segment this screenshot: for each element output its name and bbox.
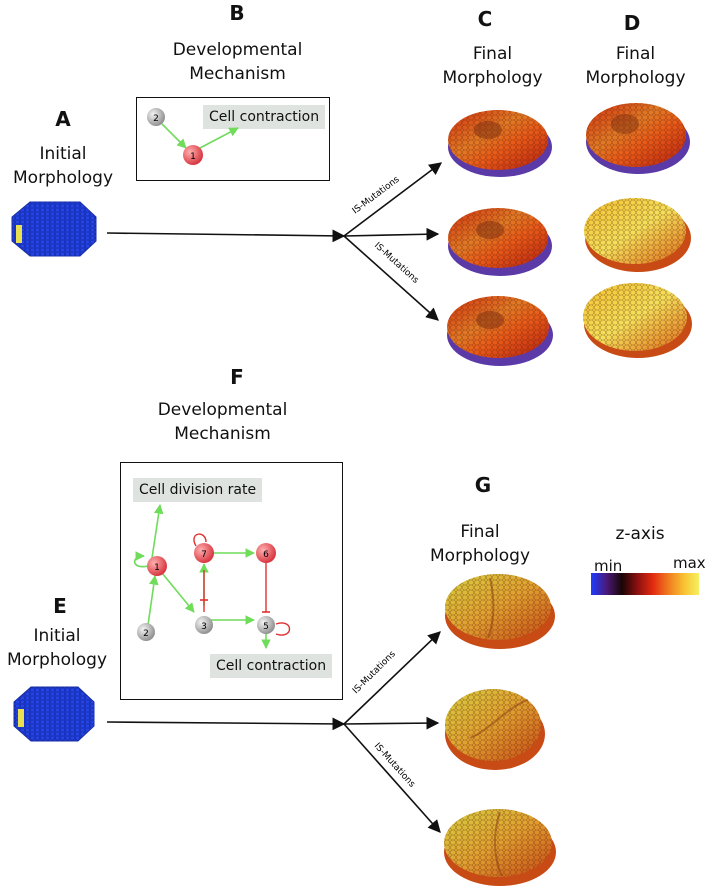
final-morphology-c: Final Morphology (435, 42, 550, 90)
mutation-label-top-1: IS-Mutations (351, 174, 402, 216)
output-cell-contraction-bottom: Cell contraction (210, 654, 333, 678)
initial-morphology-top-text: Initial Morphology (13, 144, 113, 188)
final-morphology-d-1 (586, 103, 690, 174)
gene-node-label: 1 (190, 152, 196, 162)
final-morphology-c-3 (447, 296, 553, 366)
panel-label-g: G (474, 473, 492, 497)
gene-node-6-bottom (256, 543, 276, 563)
initial-morphology-top: Initial Morphology (0, 142, 128, 190)
gene-network-bottom: 1 7 6 2 3 5 (133, 504, 291, 649)
gene-node-7-bottom (194, 543, 214, 563)
branch-arrow-top-1 (343, 162, 443, 237)
colorbar-min: min (594, 557, 623, 575)
gene-node-1-bottom (147, 556, 167, 576)
gene-node-label: 1 (154, 563, 160, 573)
mutation-label-top-2: IS-Mutations (372, 241, 421, 286)
gene-node-1-top (183, 145, 203, 165)
final-morphology-g-3 (444, 809, 556, 886)
gene-node-label: 2 (153, 114, 159, 124)
initial-morphology-shape-bottom (13, 686, 95, 742)
mechanism-title-top-text: Developmental Mechanism (172, 40, 303, 84)
gene-node-label: 5 (263, 622, 269, 632)
gene-node-2-bottom (137, 623, 155, 641)
initial-morphology-bottom: Initial Morphology (0, 624, 122, 672)
mechanism-title-bottom-text: Developmental Mechanism (157, 400, 288, 444)
final-morphology-d: Final Morphology (578, 42, 693, 90)
final-morphology-d-2 (584, 198, 691, 272)
final-morphology-g-text: Final Morphology (430, 522, 530, 566)
final-morphology-g-2 (445, 689, 545, 770)
branch-arrow-top-2 (343, 227, 440, 241)
gene-node-label: 2 (143, 629, 149, 639)
branch-arrow-top-3 (343, 235, 439, 321)
gene-node-label: 6 (263, 550, 269, 560)
mutation-label-bottom-1: IS-Mutations (351, 649, 398, 696)
final-morphology-c-2 (448, 208, 552, 276)
final-morphology-d-3 (583, 283, 692, 358)
initial-morphology-shape-top (11, 201, 97, 257)
gene-node-2-top (147, 108, 165, 126)
final-morphology-d-text: Final Morphology (585, 44, 686, 88)
main-arrow-top (106, 229, 346, 243)
output-cell-contraction-top: Cell contraction (203, 105, 326, 129)
branch-arrow-bottom-1 (343, 631, 441, 725)
branch-arrow-bottom-3 (343, 723, 441, 833)
mechanism-title-top: Developmental Mechanism (150, 38, 325, 86)
gene-network-top: 2 1 (147, 108, 239, 165)
panel-label-e: E (53, 594, 67, 618)
panel-label-f: F (230, 365, 244, 389)
panel-label-a: A (55, 107, 71, 131)
gene-node-label: 3 (201, 622, 207, 632)
final-morphology-g: Final Morphology (420, 520, 540, 568)
mechanism-title-bottom: Developmental Mechanism (135, 398, 310, 446)
main-arrow-bottom (106, 717, 346, 731)
colorbar (591, 573, 699, 595)
output-cell-division-rate: Cell division rate (133, 478, 263, 502)
final-morphology-c-1 (448, 110, 552, 177)
branch-arrow-bottom-2 (343, 716, 440, 730)
final-morphology-g-1 (445, 574, 555, 649)
panel-label-d: D (623, 11, 641, 35)
initial-morphology-bottom-text: Initial Morphology (7, 626, 107, 670)
gene-node-3-bottom (195, 616, 213, 634)
colorbar-title: z-axis (615, 524, 665, 544)
panel-label-c: C (477, 7, 493, 31)
gene-node-5-bottom (257, 616, 275, 634)
panel-label-b: B (229, 1, 245, 25)
final-morphology-c-text: Final Morphology (442, 44, 543, 88)
mutation-label-bottom-2: IS-Mutations (372, 741, 417, 790)
gene-node-label: 7 (201, 550, 207, 560)
colorbar-max: max (673, 554, 706, 572)
